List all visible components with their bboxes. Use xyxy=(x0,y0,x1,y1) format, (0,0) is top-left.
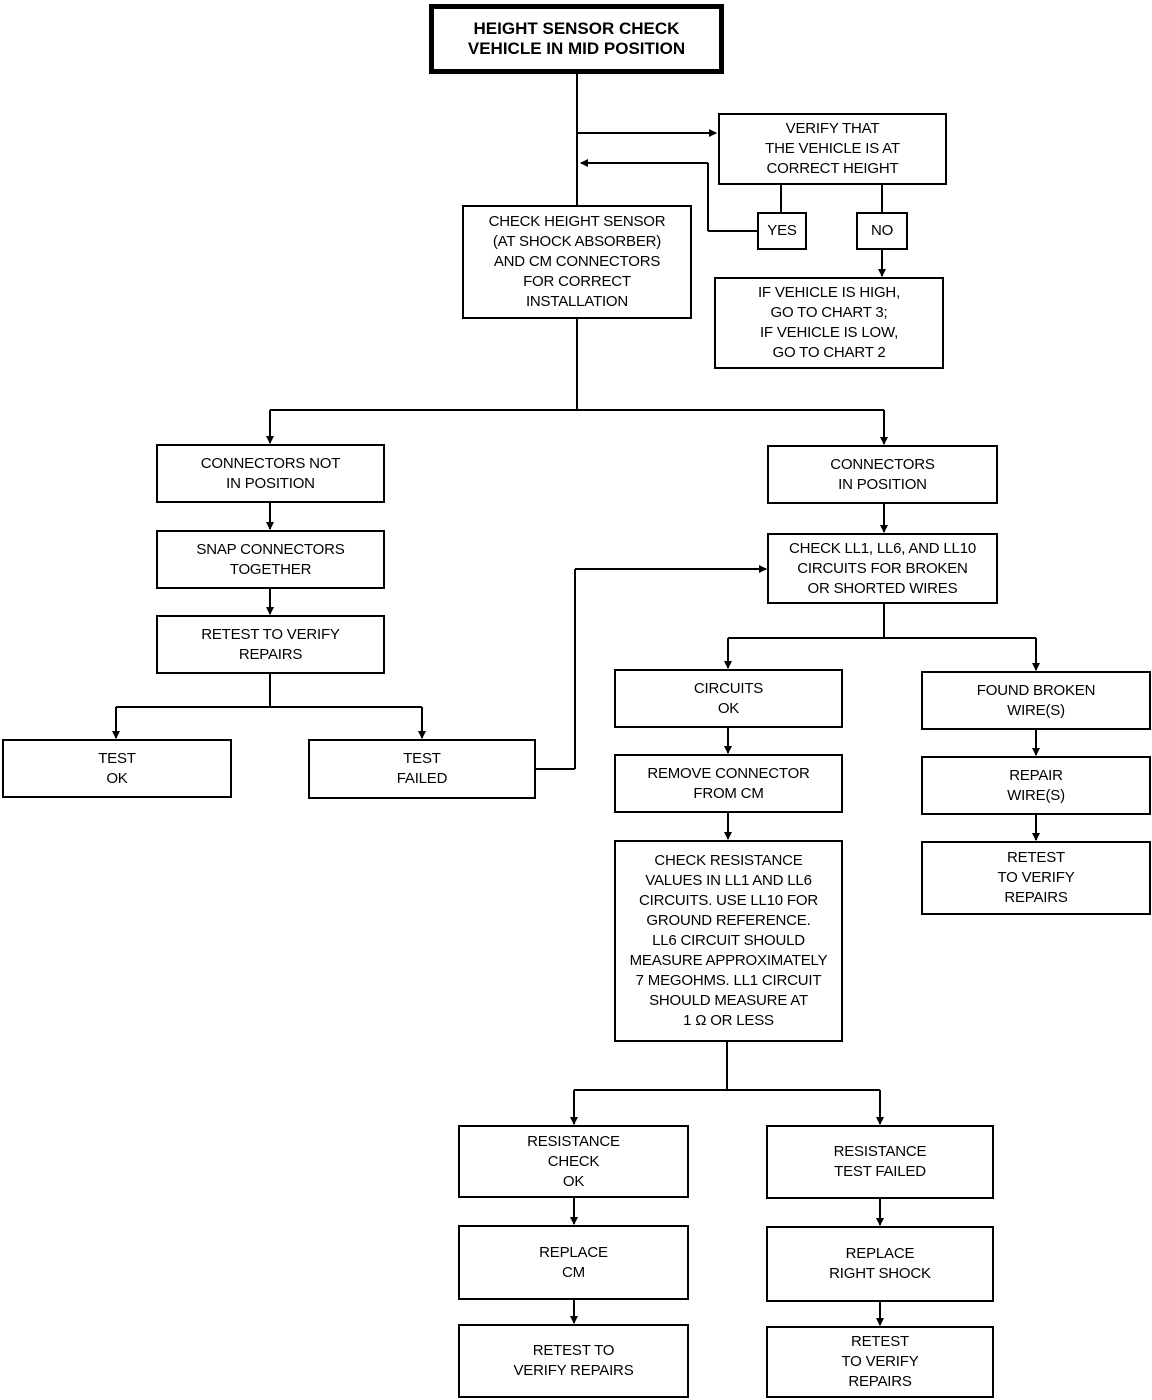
test-ok-box: TEST OK xyxy=(2,739,232,798)
no-box: NO xyxy=(856,212,908,250)
yes-box: YES xyxy=(757,212,807,250)
retest-shock-box: RETEST TO VERIFY REPAIRS xyxy=(766,1326,994,1398)
check-resistance-box: CHECK RESISTANCE VALUES IN LL1 AND LL6 C… xyxy=(614,840,843,1042)
resistance-failed-box: RESISTANCE TEST FAILED xyxy=(766,1125,994,1199)
retest-wire-box: RETEST TO VERIFY REPAIRS xyxy=(921,841,1151,915)
verify-height-box: VERIFY THAT THE VEHICLE IS AT CORRECT HE… xyxy=(718,113,947,185)
start-box: HEIGHT SENSOR CHECK VEHICLE IN MID POSIT… xyxy=(429,4,724,74)
check-circuits-box: CHECK LL1, LL6, AND LL10 CIRCUITS FOR BR… xyxy=(767,533,998,604)
circuits-ok-box: CIRCUITS OK xyxy=(614,669,843,728)
resistance-ok-box: RESISTANCE CHECK OK xyxy=(458,1125,689,1198)
height-wrong-box: IF VEHICLE IS HIGH, GO TO CHART 3; IF VE… xyxy=(714,277,944,369)
found-broken-wire-box: FOUND BROKEN WIRE(S) xyxy=(921,671,1151,730)
replace-cm-box: REPLACE CM xyxy=(458,1225,689,1300)
snap-connectors-box: SNAP CONNECTORS TOGETHER xyxy=(156,530,385,589)
retest-cm-box: RETEST TO VERIFY REPAIRS xyxy=(458,1324,689,1398)
retest-left-box: RETEST TO VERIFY REPAIRS xyxy=(156,615,385,674)
check-sensor-box: CHECK HEIGHT SENSOR (AT SHOCK ABSORBER) … xyxy=(462,205,692,319)
connectors-not-in-position-box: CONNECTORS NOT IN POSITION xyxy=(156,444,385,503)
remove-connector-box: REMOVE CONNECTOR FROM CM xyxy=(614,754,843,813)
connectors-in-position-box: CONNECTORS IN POSITION xyxy=(767,445,998,504)
test-failed-box: TEST FAILED xyxy=(308,739,536,799)
repair-wire-box: REPAIR WIRE(S) xyxy=(921,756,1151,815)
replace-shock-box: REPLACE RIGHT SHOCK xyxy=(766,1226,994,1302)
